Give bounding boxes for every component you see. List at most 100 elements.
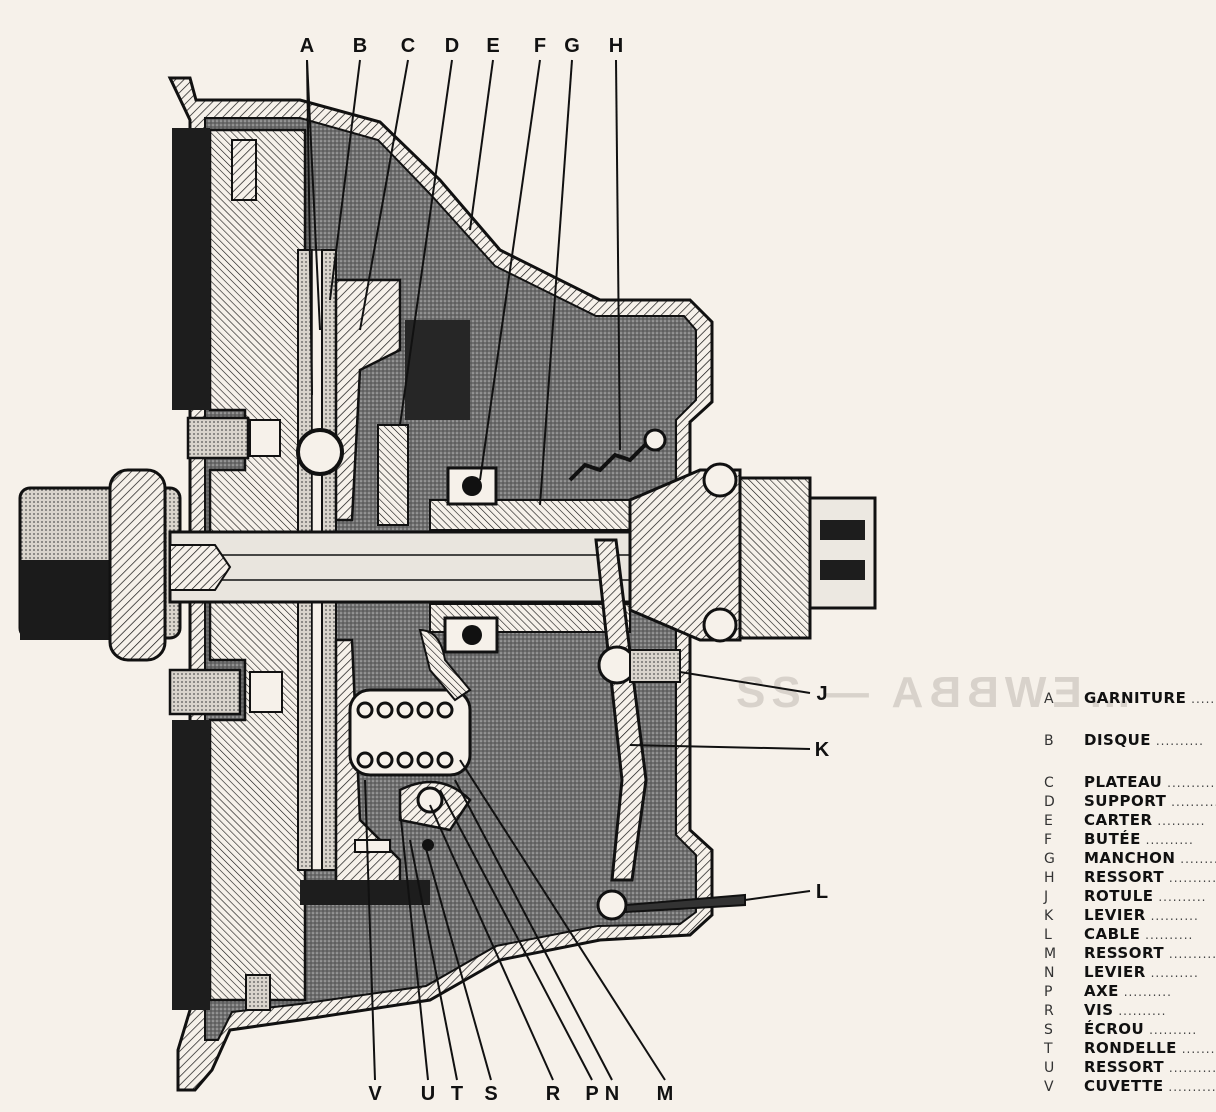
legend-item-d: D SUPPORT ..........	[1040, 791, 1216, 811]
legend-part-name: VIS	[1084, 1001, 1114, 1019]
legend-leader-dots: ..........	[1164, 947, 1216, 961]
legend-letter: G	[1044, 851, 1055, 867]
legend-part-name: RESSORT	[1084, 1058, 1165, 1076]
callout-l: L	[816, 881, 828, 903]
legend-item-t: T RONDELLE ..........	[1040, 1038, 1216, 1058]
legend-letter: N	[1044, 965, 1055, 981]
callout-d: D	[445, 35, 459, 57]
legend-letter: U	[1044, 1060, 1055, 1076]
legend-letter: V	[1044, 1079, 1054, 1095]
callout-f: F	[534, 35, 546, 57]
upper-spring	[568, 428, 667, 482]
legend-part-name: RESSORT	[1084, 944, 1165, 962]
legend-item-r: R VIS ..........	[1040, 1000, 1166, 1020]
legend-part-name: GARNITURE	[1084, 689, 1187, 707]
legend-item-b: B DISQUE ..........	[1040, 730, 1204, 750]
input-shaft	[18, 468, 182, 662]
callout-s: S	[484, 1083, 497, 1105]
legend-letter: H	[1044, 870, 1055, 886]
legend-leader-dots: ..........	[1162, 776, 1216, 790]
bolts	[168, 416, 283, 716]
release-bearing	[443, 466, 499, 654]
legend-leader-dots: ..........	[1152, 814, 1206, 828]
legend-part-name: SUPPORT	[1084, 792, 1167, 810]
callout-m: M	[657, 1083, 674, 1105]
legend-part-name: CUVETTE	[1084, 1077, 1164, 1095]
callout-t: T	[451, 1083, 463, 1105]
legend-item-n: N LEVIER ..........	[1040, 962, 1199, 982]
legend-part-name: BUTÉE	[1084, 830, 1141, 848]
legend-leader-dots: ..........	[1145, 966, 1199, 980]
callout-g: G	[564, 35, 580, 57]
legend-letter: M	[1044, 946, 1057, 962]
legend-part-name: MANCHON	[1084, 849, 1176, 867]
legend-item-v: V CUVETTE ..........	[1040, 1076, 1216, 1096]
legend-letter: S	[1044, 1022, 1053, 1038]
legend-part-name: ROTULE	[1084, 887, 1154, 905]
legend-part-name: PLATEAU	[1084, 773, 1163, 791]
callout-r: R	[546, 1083, 561, 1105]
legend-letter: D	[1044, 794, 1055, 810]
callout-p: P	[585, 1083, 598, 1105]
output-flange	[628, 462, 877, 643]
legend-leader-dots: ..........	[1191, 692, 1216, 706]
legend-leader-dots: ..........	[1145, 909, 1199, 923]
legend-letter: A	[1044, 691, 1054, 707]
legend-leader-dots: ..........	[1140, 833, 1194, 847]
legend-leader-dots: ..........	[1144, 1023, 1198, 1037]
legend-letter: T	[1044, 1041, 1053, 1057]
legend-leader-dots: ..........	[1180, 852, 1216, 866]
legend-part-name: DISQUE	[1084, 731, 1152, 749]
legend-leader-dots: ..........	[1153, 890, 1207, 904]
legend-part-name: AXE	[1084, 982, 1119, 1000]
callout-h: H	[609, 35, 623, 57]
legend-item-f: F BUTÉE ..........	[1040, 829, 1194, 849]
legend-letter: C	[1044, 775, 1054, 791]
legend-part-name: CABLE	[1084, 925, 1141, 943]
callout-c: C	[401, 35, 415, 57]
legend-item-u: U RESSORT ..........	[1040, 1057, 1216, 1077]
legend-leader-dots: ..........	[1166, 795, 1216, 809]
coil-spring-assembly	[348, 628, 472, 853]
disc-ring	[296, 428, 344, 476]
legend-letter: B	[1044, 733, 1054, 749]
legend-leader-dots: ..........	[1113, 1004, 1167, 1018]
legend-letter: P	[1044, 984, 1053, 1000]
callout-e: E	[486, 35, 499, 57]
legend-part-name: LEVIER	[1084, 963, 1146, 981]
legend-leader-dots: ..........	[1140, 928, 1194, 942]
legend-letter: K	[1044, 908, 1054, 924]
legend-leader-dots: ..........	[1164, 1061, 1216, 1075]
callout-n: N	[605, 1083, 619, 1105]
legend-letter: F	[1044, 832, 1053, 848]
legend-leader-dots: ..........	[1151, 734, 1204, 748]
dark-cavities	[172, 128, 470, 1010]
callout-a: A	[300, 35, 314, 57]
callout-k: K	[815, 739, 830, 761]
release-lever	[594, 538, 746, 921]
legend-item-j: J ROTULE ..........	[1040, 886, 1207, 906]
legend-letter: J	[1044, 889, 1049, 905]
callout-v: V	[368, 1083, 382, 1105]
legend-item-m: M RESSORT ..........	[1040, 943, 1216, 963]
legend-item-g: G MANCHON ..........	[1040, 848, 1216, 868]
legend-leader-dots: ..........	[1181, 1042, 1216, 1056]
legend-leader-dots: ..........	[1164, 871, 1216, 885]
support	[377, 424, 409, 526]
callout-j: J	[816, 683, 827, 705]
legend-item-p: P AXE ..........	[1040, 981, 1172, 1001]
legend-item-k: K LEVIER ..........	[1040, 905, 1199, 925]
legend-letter: R	[1044, 1003, 1054, 1019]
legend-part-name: RONDELLE	[1084, 1039, 1177, 1057]
legend-leader-dots: ..........	[1163, 1080, 1216, 1094]
legend-item-c: C PLATEAU ..........	[1040, 772, 1215, 792]
legend-letter: L	[1044, 927, 1052, 943]
legend-part-name: LEVIER	[1084, 906, 1146, 924]
legend-leader-dots: ..........	[1118, 985, 1172, 999]
legend-part-name: RESSORT	[1084, 868, 1165, 886]
